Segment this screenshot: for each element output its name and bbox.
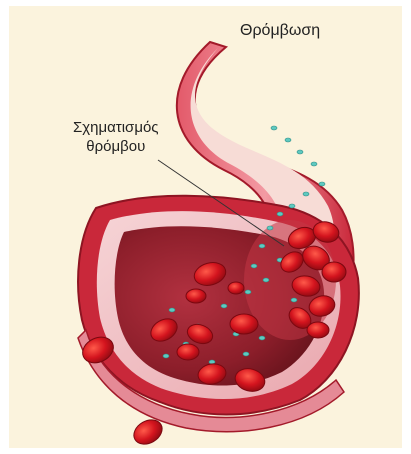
platelet-icon: [251, 264, 257, 268]
platelet-icon: [259, 244, 265, 248]
platelet-icon: [289, 204, 295, 208]
platelet-icon: [259, 336, 265, 340]
platelet-icon: [285, 138, 291, 142]
platelet-icon: [245, 290, 251, 294]
platelet-icon: [163, 354, 169, 358]
red-blood-cell-icon: [228, 282, 244, 294]
platelet-icon: [311, 162, 317, 166]
platelet-icon: [277, 212, 283, 216]
platelet-icon: [243, 352, 249, 356]
red-blood-cell-icon: [230, 314, 258, 334]
platelet-icon: [169, 308, 175, 312]
red-blood-cell-icon: [177, 344, 199, 360]
red-blood-cell-icon: [186, 289, 206, 303]
annotation-line-2: θρόμβου: [73, 137, 159, 156]
diagram-title: Θρόμβωση: [240, 21, 320, 40]
annotation-line-1: Σχηματισμός: [73, 118, 159, 137]
platelet-icon: [271, 126, 277, 130]
platelet-icon: [221, 304, 227, 308]
platelet-icon: [263, 278, 269, 282]
thrombus-formation-label: Σχηματισμός θρόμβου: [73, 118, 159, 156]
platelet-icon: [297, 150, 303, 154]
platelet-icon: [319, 182, 325, 186]
platelet-icon: [303, 192, 309, 196]
red-blood-cell-icon: [322, 262, 346, 282]
red-blood-cell-icon: [307, 322, 329, 338]
platelet-icon: [267, 226, 273, 230]
platelet-icon: [291, 298, 297, 302]
